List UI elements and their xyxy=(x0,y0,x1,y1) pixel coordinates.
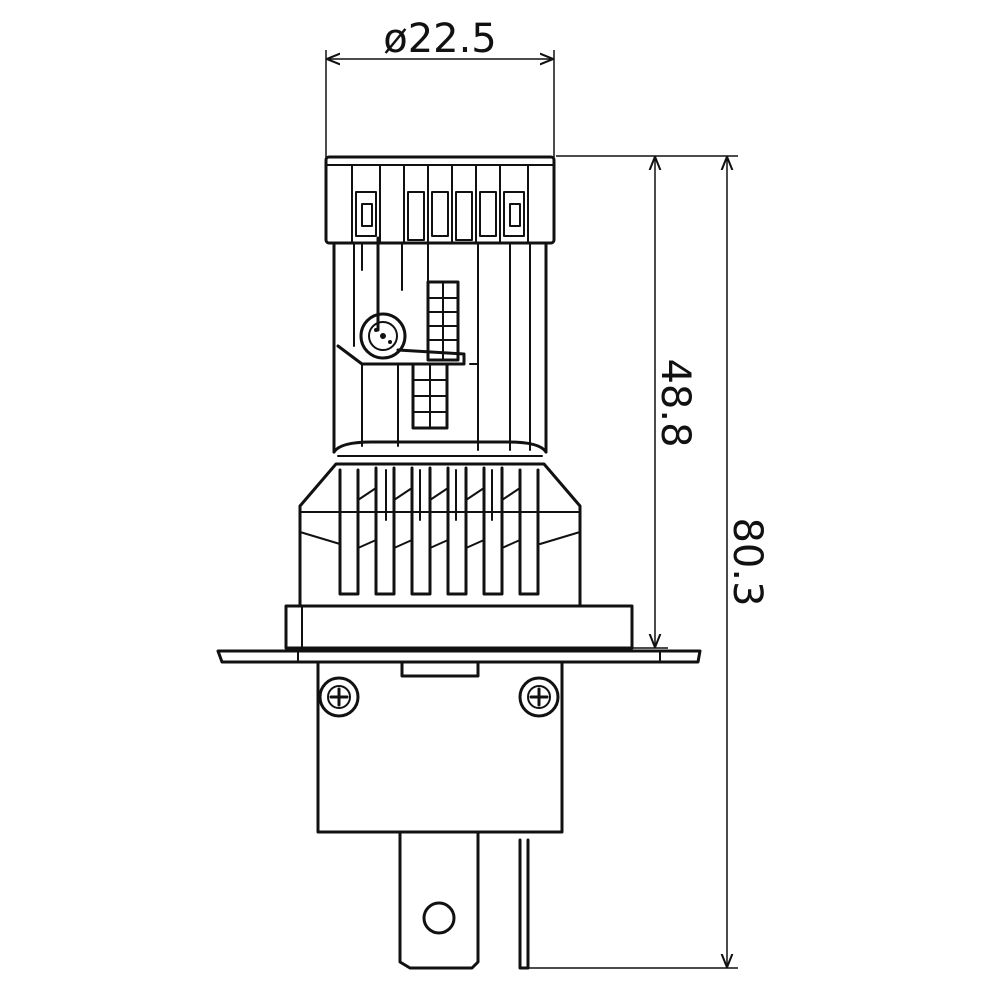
total-height-dimension: 80.3 xyxy=(520,155,770,969)
heat-sink-fins xyxy=(298,462,582,608)
diameter-label: ø22.5 xyxy=(383,16,497,62)
total-height-label: 80.3 xyxy=(724,517,770,606)
bulb-top-head xyxy=(324,155,556,245)
connector-pins xyxy=(398,830,530,970)
bulb-base xyxy=(316,660,564,834)
diameter-dimension: ø22.5 xyxy=(325,16,555,160)
body-height-label: 48.8 xyxy=(652,358,698,447)
mounting-flange xyxy=(216,649,702,678)
body-height-dimension: 48.8 xyxy=(556,155,698,649)
bulb-collar xyxy=(284,604,634,650)
bulb-body xyxy=(332,236,548,457)
